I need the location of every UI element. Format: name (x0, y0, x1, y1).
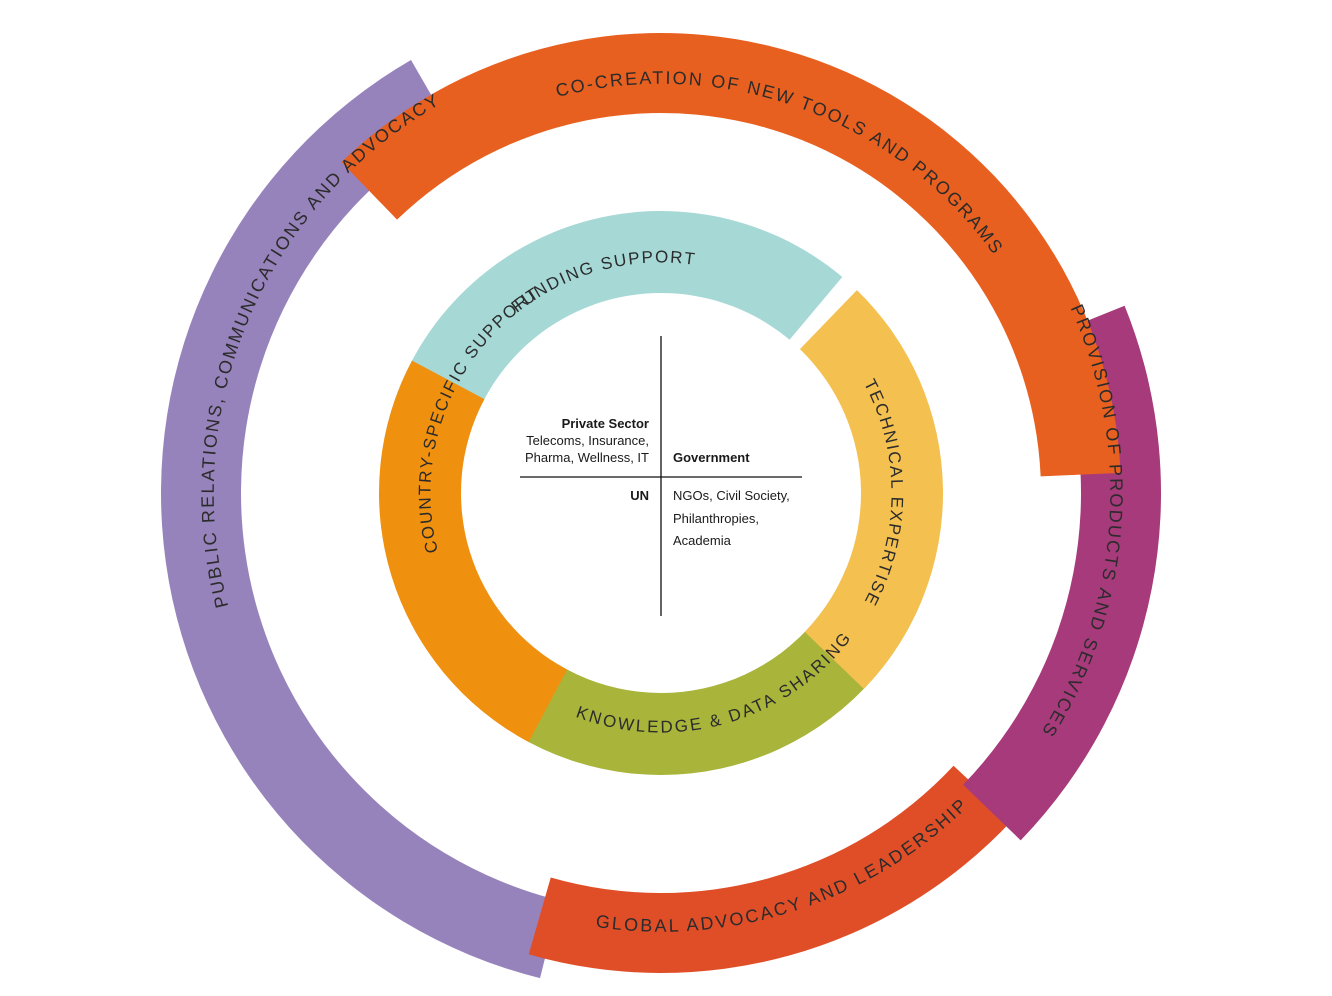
private-sector-line-1: Telecoms, Insurance, (526, 433, 649, 448)
center-quadrant: Private Sector Telecoms, Insurance, Phar… (520, 336, 802, 616)
government-title: Government (673, 450, 750, 465)
ngos-line-1: NGOs, Civil Society, (673, 488, 790, 503)
inner-ring (379, 210, 943, 775)
ngos-line-2: Philanthropies, (673, 511, 759, 526)
un-title: UN (630, 488, 649, 503)
ngos-line-3: Academia (673, 533, 732, 548)
segment-public-relations[interactable] (160, 59, 560, 979)
segment-country-specific-support[interactable] (379, 360, 568, 742)
segment-global-advocacy[interactable] (528, 765, 1013, 973)
private-sector-title: Private Sector (562, 416, 649, 431)
outer-ring (160, 32, 1161, 979)
segment-technical-expertise[interactable] (799, 290, 943, 689)
segment-co-creation[interactable] (341, 32, 1121, 477)
segment-funding-support[interactable] (384, 210, 843, 455)
private-sector-line-2: Pharma, Wellness, IT (525, 450, 649, 465)
